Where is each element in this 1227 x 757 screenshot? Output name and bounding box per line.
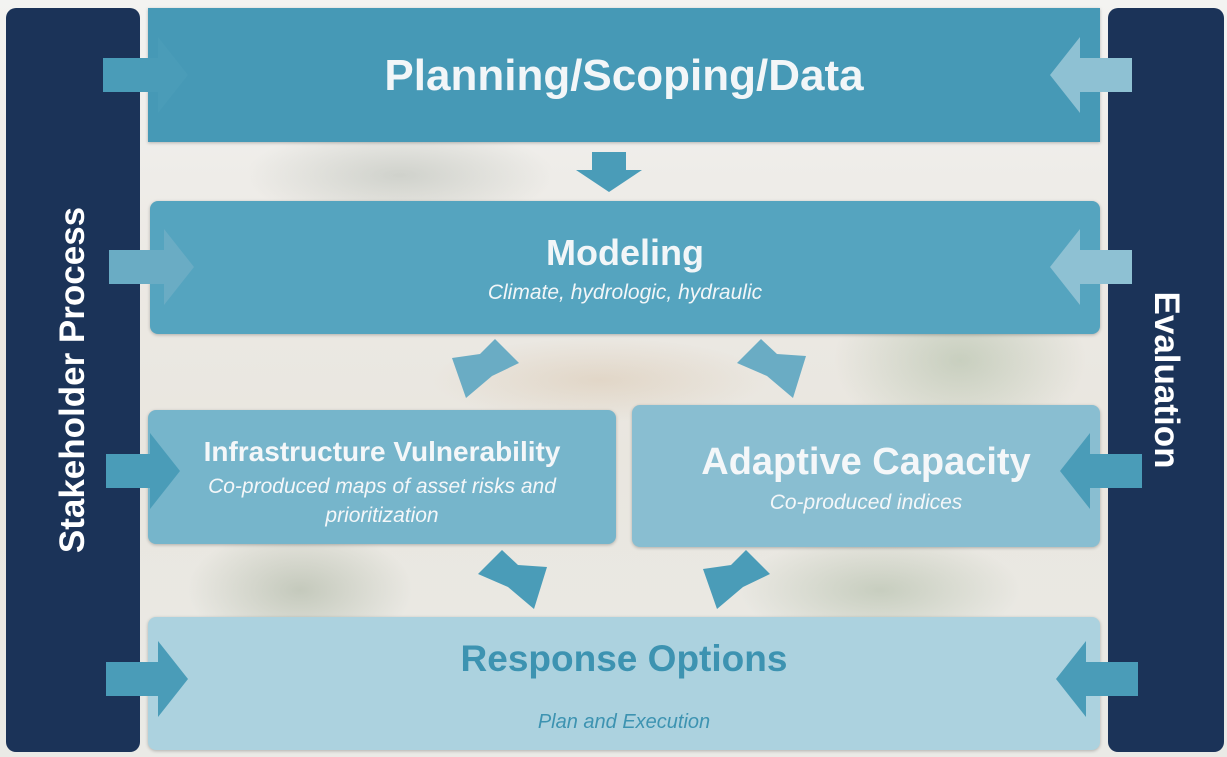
evaluation-label: Evaluation: [1147, 291, 1186, 469]
stakeholder-process-label: Stakeholder Process: [53, 206, 92, 554]
vulnerability-title: Infrastructure Vulnerability: [203, 436, 561, 467]
response-options-box: Response Options Plan and Execution: [148, 617, 1100, 750]
planning-title: Planning/Scoping/Data: [384, 51, 864, 100]
modeling-box: Modeling Climate, hydrologic, hydraulic: [150, 201, 1100, 334]
response-options-subtitle: Plan and Execution: [537, 711, 711, 733]
vulnerability-subtitle: Co-produced maps of asset risks and prio…: [208, 475, 556, 527]
planning-box: Planning/Scoping/Data: [148, 8, 1100, 142]
adaptive-capacity-box: Adaptive Capacity Co-produced indices: [632, 405, 1100, 547]
vulnerability-box: Infrastructure Vulnerability Co-produced…: [148, 410, 616, 544]
adaptive-capacity-subtitle: Co-produced indices: [769, 491, 963, 514]
modeling-title: Modeling: [546, 232, 704, 273]
adaptive-capacity-title: Adaptive Capacity: [701, 441, 1031, 483]
modeling-subtitle: Climate, hydrologic, hydraulic: [487, 281, 763, 304]
evaluation-bar: Evaluation: [1108, 8, 1224, 752]
response-options-title: Response Options: [460, 638, 788, 679]
stakeholder-process-bar: Stakeholder Process: [6, 8, 140, 752]
